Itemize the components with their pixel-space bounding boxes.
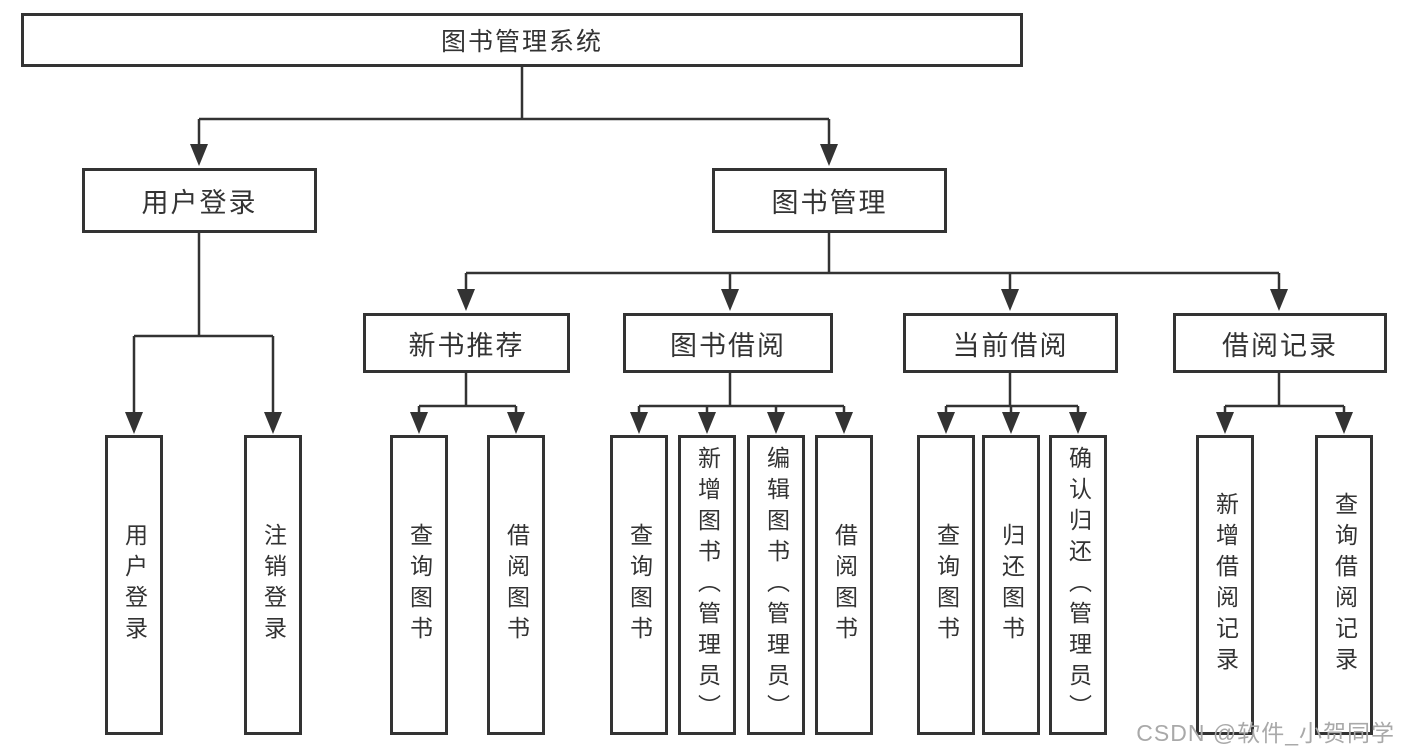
connector-newbook-to-leaves: [417, 373, 518, 416]
node-leaf-add-borrow-record: 新增借阅记录: [1196, 435, 1254, 735]
node-new-book-recommend: 新书推荐: [363, 313, 570, 373]
connector-currentborrow-to-leaves: [944, 373, 1080, 416]
node-leaf-confirm-return-admin: 确认归还（管理员）: [1049, 435, 1107, 735]
node-leaf-edit-books-admin: 编辑图书（管理员）: [747, 435, 805, 735]
csdn-watermark: CSDN @软件_小贺同学: [1136, 720, 1395, 746]
connector-bookborrow-to-leaves: [637, 373, 846, 416]
node-leaf-borrow-books-1: 借阅图书: [487, 435, 545, 735]
node-leaf-add-books-admin: 新增图书（管理员）: [678, 435, 736, 735]
node-leaf-return-books: 归还图书: [982, 435, 1040, 735]
node-leaf-logout: 注销登录: [244, 435, 302, 735]
node-book-borrow: 图书借阅: [623, 313, 833, 373]
node-leaf-query-borrow-record: 查询借阅记录: [1315, 435, 1373, 735]
node-current-borrow: 当前借阅: [903, 313, 1118, 373]
node-leaf-query-books-3: 查询图书: [917, 435, 975, 735]
node-leaf-borrow-books-2: 借阅图书: [815, 435, 873, 735]
node-leaf-user-login: 用户登录: [105, 435, 163, 735]
node-root-book-management-system: 图书管理系统: [21, 13, 1023, 67]
node-leaf-query-books-2: 查询图书: [610, 435, 668, 735]
node-leaf-query-books-1: 查询图书: [390, 435, 448, 735]
connector-bookmgmt-to-level3: [464, 233, 1281, 293]
node-book-management-module: 图书管理: [712, 168, 947, 233]
node-borrow-records: 借阅记录: [1173, 313, 1387, 373]
connector-root-to-level2: [197, 67, 831, 148]
connector-borrowrecords-to-leaves: [1223, 373, 1346, 416]
connector-userlogin-to-leaves: [132, 233, 275, 416]
node-user-login-module: 用户登录: [82, 168, 317, 233]
